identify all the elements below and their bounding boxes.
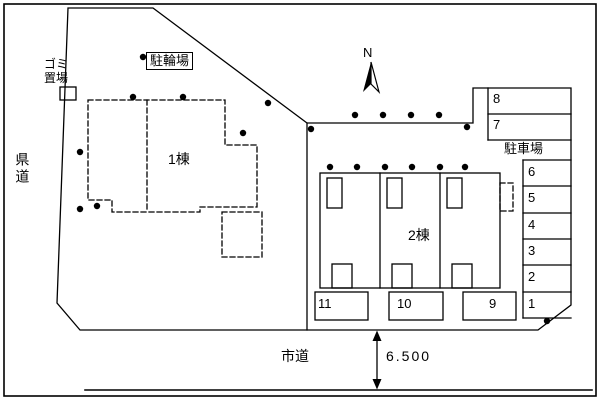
parking-stalls-bottom-row (314, 291, 517, 321)
dimension-arrow-up-icon (372, 330, 382, 341)
building-1-outline (87, 99, 514, 258)
stall-number-4: 4 (528, 217, 536, 232)
stall-number-9: 9 (489, 296, 497, 311)
garbage-area-box (59, 86, 77, 101)
planting-icon (239, 129, 247, 137)
stall-number-11: 11 (318, 296, 332, 311)
garbage-label-line1: ゴミ (44, 57, 69, 71)
planting-icon (326, 163, 334, 171)
parking-stalls-top-right (487, 87, 572, 141)
planting-icon (76, 148, 84, 156)
bicycle-parking-label: 駐輪場 (146, 52, 194, 71)
stall-number-1: 1 (528, 296, 536, 311)
planting-symbols (76, 53, 551, 325)
stall-number-5: 5 (528, 190, 536, 205)
planting-icon (179, 93, 187, 101)
north-arrow-icon (363, 62, 371, 92)
planting-icon (93, 202, 101, 210)
planting-icon (351, 111, 359, 119)
stall-number-10: 10 (397, 296, 412, 311)
planting-icon (264, 99, 272, 107)
stall-number-7: 7 (493, 117, 501, 132)
dimension-label: 6.500 (386, 348, 432, 364)
stall-number-2: 2 (528, 269, 536, 284)
dimension-arrow-down-icon (372, 379, 382, 390)
planting-icon (139, 53, 147, 61)
city-road-label: 市道 (281, 348, 309, 364)
building-2-outline (319, 172, 501, 289)
stall-number-8: 8 (493, 91, 501, 106)
parking-stalls-right-column (522, 159, 572, 319)
planting-icon (76, 205, 84, 213)
planting-icon (408, 163, 416, 171)
planting-icon (435, 111, 443, 119)
planting-icon (381, 163, 389, 171)
planting-icon (436, 163, 444, 171)
building-1-label: 1棟 (168, 151, 190, 167)
planting-icon (543, 317, 551, 325)
drawing-frame (3, 3, 597, 397)
stall-number-6: 6 (528, 164, 536, 179)
planting-icon (407, 111, 415, 119)
site-boundary (56, 7, 572, 331)
north-label: N (363, 45, 373, 60)
building-2-label: 2棟 (408, 227, 430, 243)
parking-lot-label: 駐車場 (504, 141, 544, 156)
stall-number-3: 3 (528, 243, 536, 258)
planting-icon (379, 111, 387, 119)
planting-icon (129, 93, 137, 101)
planting-icon (353, 163, 361, 171)
planting-icon (463, 123, 471, 131)
north-arrow-icon (370, 61, 381, 95)
garbage-label-line2: 置場 (44, 71, 69, 85)
prefectural-road-label: 県道 (14, 152, 31, 186)
planting-icon (461, 163, 469, 171)
planting-icon (307, 125, 315, 133)
